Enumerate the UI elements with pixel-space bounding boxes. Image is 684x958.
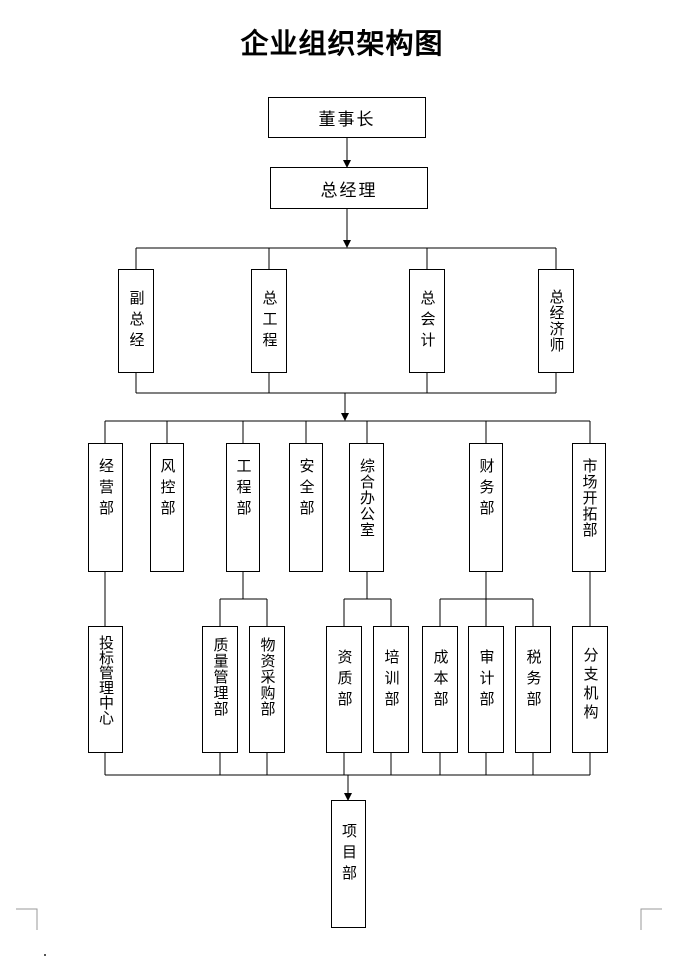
- dept-safety-label: 安全部: [297, 458, 316, 521]
- dept-finance-box: 财务部: [469, 443, 503, 572]
- tax-label: 税务部: [524, 649, 543, 712]
- general-manager-box: 总经理: [270, 167, 428, 209]
- chairman-label: 董事长: [318, 110, 376, 130]
- deputy-gm-label: 副总经: [127, 289, 146, 353]
- quality-management-label: 质量管理部: [211, 637, 230, 717]
- quality-management-box: 质量管理部: [202, 626, 238, 753]
- dept-finance-label: 财务部: [477, 458, 496, 521]
- project-dept-label: 项目部: [340, 823, 358, 886]
- materials-procurement-label: 物资采购部: [258, 637, 277, 717]
- dept-risk-label: 风控部: [158, 458, 177, 521]
- project-dept-box: 项目部: [331, 800, 366, 928]
- dept-general-office-box: 综合办公室: [349, 443, 384, 572]
- audit-label: 审计部: [477, 649, 496, 712]
- cost-label: 成本部: [431, 649, 450, 712]
- dept-operations-label: 经营部: [97, 458, 115, 521]
- training-box: 培训部: [373, 626, 409, 753]
- dept-safety-box: 安全部: [289, 443, 323, 572]
- chief-economist-label: 总经济师: [547, 289, 566, 353]
- dept-operations-box: 经营部: [88, 443, 123, 572]
- chief-engineer-box: 总工程: [251, 269, 287, 373]
- materials-procurement-box: 物资采购部: [249, 626, 285, 753]
- chief-accountant-label: 总会计: [418, 289, 437, 353]
- page-title: 企业组织架构图: [240, 27, 444, 60]
- dept-market-label: 市场开拓部: [580, 458, 599, 538]
- branches-label: 分支机构: [581, 647, 600, 723]
- branches-box: 分支机构: [572, 626, 608, 753]
- chief-accountant-box: 总会计: [409, 269, 445, 373]
- tax-box: 税务部: [515, 626, 551, 753]
- general-manager-label: 总经理: [320, 180, 378, 201]
- corner-mark-right: [640, 908, 662, 930]
- dept-risk-box: 风控部: [150, 443, 184, 572]
- cost-box: 成本部: [422, 626, 458, 753]
- bidding-center-label: 投标管理中心: [97, 635, 115, 725]
- deputy-gm-box: 副总经: [118, 269, 154, 373]
- qualification-box: 资质部: [326, 626, 362, 753]
- corner-mark-left: [16, 908, 38, 930]
- dept-general-office-label: 综合办公室: [358, 458, 376, 538]
- chairman-box: 董事长: [268, 97, 426, 138]
- training-label: 培训部: [382, 649, 401, 712]
- dept-engineering-box: 工程部: [226, 443, 260, 572]
- chief-engineer-label: 总工程: [260, 289, 279, 353]
- dept-market-box: 市场开拓部: [572, 443, 606, 572]
- cursor-dot: [44, 954, 46, 956]
- chief-economist-box: 总经济师: [538, 269, 574, 373]
- qualification-label: 资质部: [335, 649, 354, 712]
- dept-engineering-label: 工程部: [234, 458, 253, 521]
- bidding-center-box: 投标管理中心: [88, 626, 123, 753]
- audit-box: 审计部: [468, 626, 504, 753]
